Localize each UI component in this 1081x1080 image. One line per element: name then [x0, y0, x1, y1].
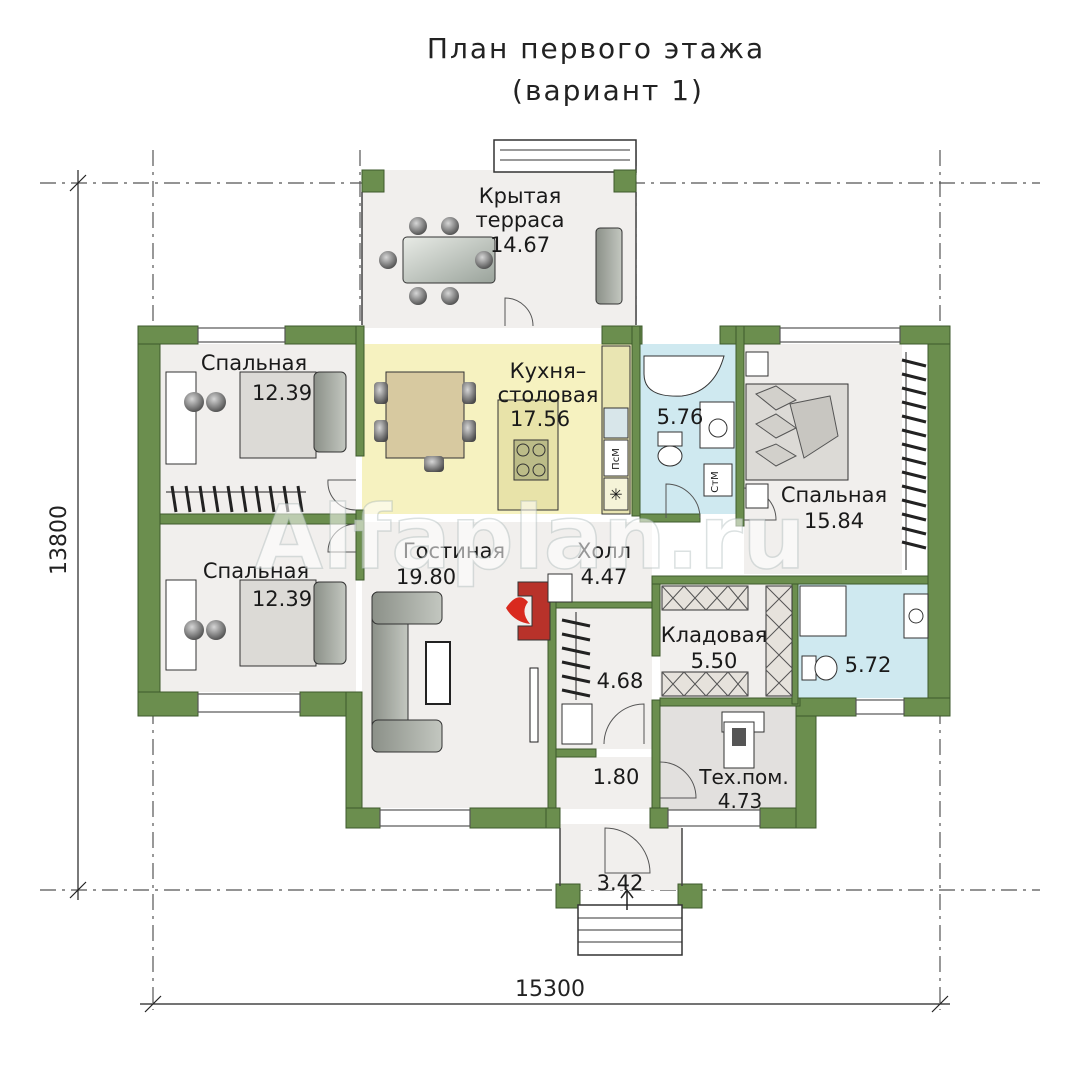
wardrobe-hangers-icon — [901, 352, 927, 570]
plan-title-line-2: (вариант 1) — [512, 74, 704, 107]
terrace-dining-set-icon — [379, 217, 496, 305]
watermark: Alfaplan.ru — [255, 486, 806, 589]
living-room: Гостиная 19.80 — [371, 539, 551, 753]
kitchen-name-1: Кухня– — [510, 359, 587, 383]
coffee-table-icon — [425, 641, 451, 705]
terrace-name-2: терраса — [475, 208, 564, 232]
dimension-width: 15300 — [515, 977, 585, 1002]
closet-hangers-icon — [166, 485, 306, 513]
living-area: 19.80 — [396, 565, 456, 589]
hall-area: 4.47 — [581, 565, 628, 589]
bedroom-top-left-name: Спальная — [201, 351, 307, 375]
bedroom-right: Спальная 15.84 — [745, 351, 927, 570]
porch-area: 3.42 — [597, 871, 644, 895]
terrace-sofa-icon — [595, 227, 623, 305]
kitchen-area: 17.56 — [510, 407, 570, 431]
closet-hangers-icon — [561, 612, 591, 700]
toilet-icon — [657, 431, 683, 447]
bed-icon — [239, 579, 317, 667]
living-name: Гостиная — [403, 539, 505, 563]
windows — [197, 327, 905, 827]
hall-name: Холл — [577, 539, 631, 563]
storage-area: 5.50 — [691, 649, 738, 673]
kitchen-sink-icon — [603, 407, 629, 439]
plan-title-line-1: План первого этажа — [427, 32, 765, 65]
tech-room: Тех.пом. 4.73 — [698, 711, 789, 813]
storage: Кладовая 5.50 — [661, 585, 793, 697]
bedroom-bottom-left-area: 12.39 — [252, 587, 312, 611]
shower-icon — [799, 585, 847, 637]
bath-right: 5.72 — [799, 585, 929, 681]
entry-arrow-icon — [620, 888, 634, 910]
bedroom-bottom-left: Спальная 12.39 — [165, 559, 347, 671]
tech-name: Тех.пом. — [698, 765, 788, 789]
tv-icon — [529, 667, 539, 743]
bedroom-right-area: 15.84 — [804, 509, 864, 533]
washer-icon — [703, 463, 733, 497]
hall: Холл 4.47 — [547, 539, 631, 603]
bath-center-area: 5.76 — [657, 405, 704, 429]
terrace-area: 14.67 — [490, 233, 550, 257]
bedroom-bottom-left-name: Спальная — [203, 559, 309, 583]
dishwasher-icon — [603, 439, 629, 477]
dimension-height: 13800 — [47, 505, 72, 575]
storage-name: Кладовая — [661, 623, 767, 647]
bed-icon — [239, 371, 317, 459]
dishwasher-label: ПсМ — [611, 448, 622, 470]
desk-icon — [165, 371, 197, 465]
bath-center: СтМ 5.76 — [643, 355, 735, 497]
vestibule-area: 1.80 — [593, 765, 640, 789]
wardrobe-closet: 4.68 — [561, 612, 644, 745]
fridge-icon — [603, 477, 629, 511]
bath-right-area: 5.72 — [845, 653, 892, 677]
bath-sink-icon — [903, 593, 929, 639]
dimension-lines — [69, 170, 950, 1013]
cooktop-icon — [513, 439, 549, 481]
bathtub-icon — [643, 355, 725, 397]
porch — [559, 827, 683, 956]
fridge-snowflake-icon: ✳ — [609, 485, 622, 504]
tech-area: 4.73 — [718, 789, 763, 813]
terrace-name-1: Крытая — [479, 184, 562, 208]
washer-label: СтМ — [710, 471, 721, 492]
toilet-icon — [801, 655, 817, 681]
bath-sink-icon — [699, 401, 735, 449]
bedroom-right-name: Спальная — [781, 483, 887, 507]
kitchen-furniture: ПсМ ✳ Кухня– столовая 17.56 — [374, 345, 631, 515]
walls — [137, 325, 951, 909]
safe-icon — [561, 703, 593, 745]
bedroom-top-left-area: 12.39 — [252, 381, 312, 405]
wardrobe-area: 4.68 — [597, 669, 644, 693]
bedroom-top-left: Спальная 12.39 — [165, 351, 347, 513]
kitchen-name-2: столовая — [498, 383, 599, 407]
terrace: Крытая терраса 14.67 — [361, 139, 637, 328]
